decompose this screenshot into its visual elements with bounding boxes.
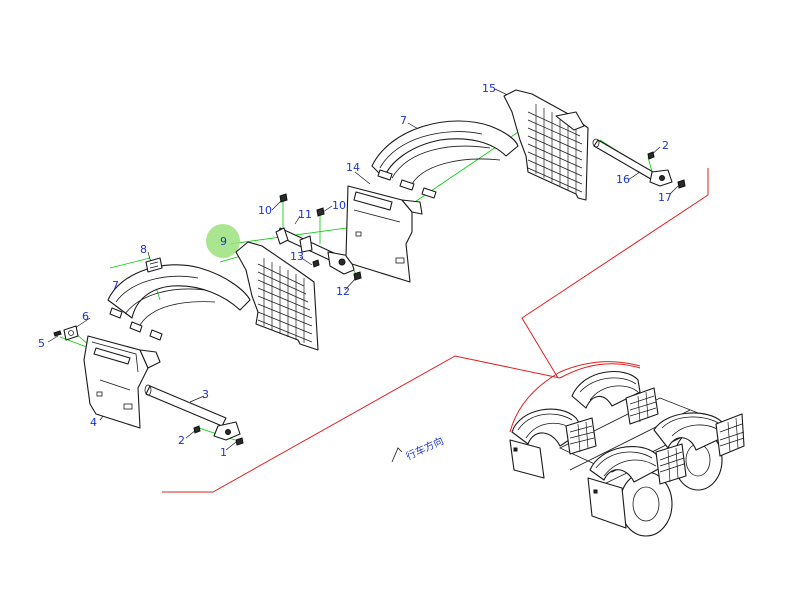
left-bolt[interactable]	[53, 330, 62, 337]
callout-8[interactable]: 8	[140, 243, 147, 256]
callout-15[interactable]: 15	[482, 82, 496, 95]
bolt-17[interactable]	[677, 179, 686, 189]
callout-4[interactable]: 4	[90, 416, 97, 429]
right-fender-assembly	[345, 120, 519, 283]
far-splash-guard	[503, 89, 589, 201]
left-fender-assembly	[53, 257, 251, 446]
far-tube-assembly	[592, 138, 686, 189]
callout-7-left[interactable]: 7	[112, 279, 119, 292]
left-nut-2[interactable]	[193, 425, 201, 434]
reference-lines	[162, 168, 709, 493]
callout-1[interactable]: 1	[220, 446, 227, 459]
direction-arrow	[391, 447, 403, 463]
assembled-view	[509, 370, 745, 537]
direction-label: 行车方向	[404, 434, 446, 463]
callout-17[interactable]: 17	[658, 191, 672, 204]
left-fender-arc[interactable]	[107, 264, 251, 319]
callout-11[interactable]: 11	[298, 208, 312, 221]
callout-16[interactable]: 16	[616, 173, 630, 186]
right-fender-arc[interactable]	[371, 120, 519, 179]
left-pin[interactable]	[145, 257, 163, 273]
callout-10-left[interactable]: 10	[258, 204, 272, 217]
assembled-flap-front-left	[509, 439, 545, 479]
driving-direction-indicator: 行车方向	[391, 434, 446, 463]
left-bracket[interactable]	[63, 325, 79, 341]
left-bolt-1[interactable]	[235, 437, 244, 446]
callout-labels: 1 2 3 4 5 6 7 8 9 10 11 10 13 12 14 7 15…	[38, 82, 672, 459]
callout-9-highlight[interactable]	[206, 224, 240, 258]
callout-2-far[interactable]: 2	[662, 139, 669, 152]
bolt-10b[interactable]	[316, 207, 325, 217]
left-support-tube[interactable]	[145, 385, 227, 427]
bolt-12[interactable]	[353, 271, 362, 281]
callout-3[interactable]: 3	[202, 388, 209, 401]
callout-2[interactable]: 2	[178, 434, 185, 447]
assembled-grille-rear-right	[715, 413, 745, 457]
assembled-fender-front-right	[571, 370, 641, 409]
callout-12[interactable]: 12	[336, 285, 350, 298]
middle-splash-guard	[235, 241, 319, 351]
callout-9[interactable]: 9	[220, 235, 227, 248]
callout-13[interactable]: 13	[290, 250, 304, 263]
callout-7-right[interactable]: 7	[400, 114, 407, 127]
callout-5[interactable]: 5	[38, 337, 45, 350]
callout-6[interactable]: 6	[82, 310, 89, 323]
callout-14[interactable]: 14	[346, 161, 360, 174]
nut-2-far[interactable]	[647, 151, 655, 160]
bolt-10a[interactable]	[279, 193, 288, 203]
left-mud-flap[interactable]	[83, 335, 149, 429]
callout-10-right[interactable]: 10	[332, 199, 346, 212]
assembled-grille-rear-left	[655, 443, 687, 485]
bolt-13[interactable]	[312, 259, 320, 268]
assembled-flap-rear-left	[587, 477, 627, 529]
